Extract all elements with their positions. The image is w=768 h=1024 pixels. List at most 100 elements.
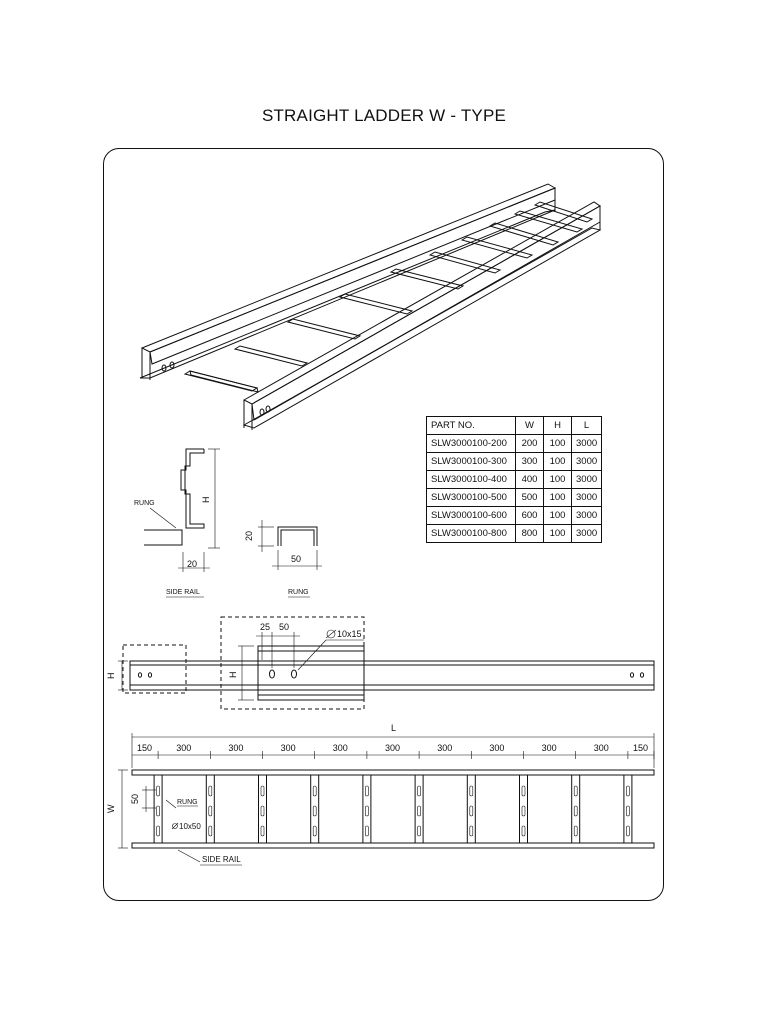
- cell-h: 100: [543, 524, 572, 543]
- plan-rung: [362, 774, 372, 844]
- table-header-w: W: [515, 416, 544, 435]
- cell-l: 3000: [570, 488, 603, 507]
- plan-l-label: L: [391, 723, 396, 733]
- rung-dim-height: 20: [244, 531, 254, 541]
- cell-h: 100: [543, 488, 572, 507]
- plan-side-rail-bottom: [131, 842, 655, 849]
- plan-spacing-label: 300: [542, 743, 557, 753]
- cell-l: 3000: [570, 434, 603, 453]
- cell-l: 3000: [570, 452, 603, 471]
- caption-side-rail: SIDE RAIL: [166, 589, 200, 596]
- detail-dim-50: 50: [279, 622, 289, 632]
- cell-w: 600: [515, 506, 544, 525]
- cell-part-no: SLW3000100-800: [426, 524, 516, 543]
- cell-part-no: SLW3000100-400: [426, 470, 516, 489]
- cell-l: 3000: [570, 506, 603, 525]
- plan-rung: [571, 774, 581, 844]
- section-h-label: H: [201, 497, 211, 504]
- cell-l: 3000: [570, 524, 603, 543]
- side-view-h-label: H: [106, 673, 116, 680]
- section-dim-20: 20: [187, 559, 197, 569]
- plan-spacing-label: 150: [633, 743, 648, 753]
- plan-view: L 150 300 300 300 300 300 300 300 300 300 150 W 50…: [106, 723, 655, 866]
- drawing-frame: [103, 148, 664, 901]
- plan-spacing-label: 300: [437, 743, 452, 753]
- plan-slot-callout: 10x50: [179, 822, 201, 831]
- iso-rungs: [183, 201, 594, 393]
- table-header-l: L: [570, 416, 603, 435]
- plan-spacing-label: 300: [228, 743, 243, 753]
- iso-front-rail-bottom: [242, 227, 602, 429]
- side-rail-section: H RUNG 20 SIDE RAIL: [134, 448, 220, 598]
- cell-l: 3000: [570, 470, 603, 489]
- cell-part-no: SLW3000100-300: [426, 452, 516, 471]
- table-header-part-no: PART NO.: [426, 416, 516, 435]
- plan-rung: [519, 774, 528, 844]
- detail-hole: [291, 669, 297, 679]
- cell-w: 500: [515, 488, 544, 507]
- cell-h: 100: [543, 452, 572, 471]
- caption-rung: RUNG: [288, 589, 309, 596]
- plan-rungs: [153, 774, 633, 844]
- plan-spacing-ticks: [157, 751, 655, 759]
- plan-rung-callout: RUNG: [177, 799, 198, 806]
- plan-spacing-label: 300: [281, 743, 296, 753]
- drawing-title: STRAIGHT LADDER W - TYPE: [261, 106, 507, 125]
- iso-front-rail-web: [251, 205, 601, 421]
- plan-w-label: W: [106, 804, 116, 813]
- plan-side-rail-top: [131, 769, 655, 776]
- cell-w: 200: [515, 434, 544, 453]
- side-view-end-box: [122, 644, 187, 694]
- iso-back-rail-web: [149, 187, 556, 365]
- table-header-h: H: [543, 416, 572, 435]
- section-rung-callout: RUNG: [134, 500, 155, 507]
- table-header-row: PART NO. W H L: [426, 416, 603, 435]
- detail-h-label: H: [228, 672, 238, 679]
- isometric-ladder-view: [139, 183, 602, 430]
- rung-dim-width: 50: [291, 554, 301, 564]
- plan-dim-50: 50: [130, 794, 140, 804]
- plan-spacing-labels: 150 300 300 300 300 300 300 300 300 300 150: [137, 743, 648, 753]
- cell-w: 300: [515, 452, 544, 471]
- plan-spacing-label: 300: [385, 743, 400, 753]
- cell-h: 100: [543, 434, 572, 453]
- rung-profile: [277, 526, 318, 546]
- plan-spacing-label: 300: [594, 743, 609, 753]
- cell-part-no: SLW3000100-500: [426, 488, 516, 507]
- plan-spacing-label: 300: [333, 743, 348, 753]
- plan-rung: [153, 774, 163, 844]
- plan-spacing-label: 300: [176, 743, 191, 753]
- side-view: H 25 50 10x15 H: [106, 616, 655, 710]
- plan-spacing-label: 300: [489, 743, 504, 753]
- plan-rung: [466, 774, 476, 844]
- detail-hole: [269, 669, 275, 679]
- detail-dim-25: 25: [260, 622, 270, 632]
- plan-rung: [205, 774, 215, 844]
- cell-part-no: SLW3000100-600: [426, 506, 516, 525]
- cell-h: 100: [543, 470, 572, 489]
- side-rail-profile: [180, 448, 205, 529]
- iso-back-rail-bottom: [139, 209, 556, 379]
- plan-side-rail-callout: SIDE RAIL: [202, 855, 241, 864]
- plan-rung: [310, 774, 320, 844]
- plan-spacing-label: 150: [137, 743, 152, 753]
- cell-w: 400: [515, 470, 544, 489]
- side-view-rail: [129, 660, 655, 691]
- iso-front-rail-top: [242, 201, 601, 405]
- cell-part-no: SLW3000100-200: [426, 434, 516, 453]
- rung-section: 20 50 RUNG: [244, 520, 322, 598]
- cell-w: 800: [515, 524, 544, 543]
- plan-rung: [623, 774, 633, 844]
- plan-rung: [414, 774, 424, 844]
- cell-h: 100: [543, 506, 572, 525]
- detail-hole-callout: 10x15: [337, 629, 362, 639]
- plan-rung: [258, 774, 267, 844]
